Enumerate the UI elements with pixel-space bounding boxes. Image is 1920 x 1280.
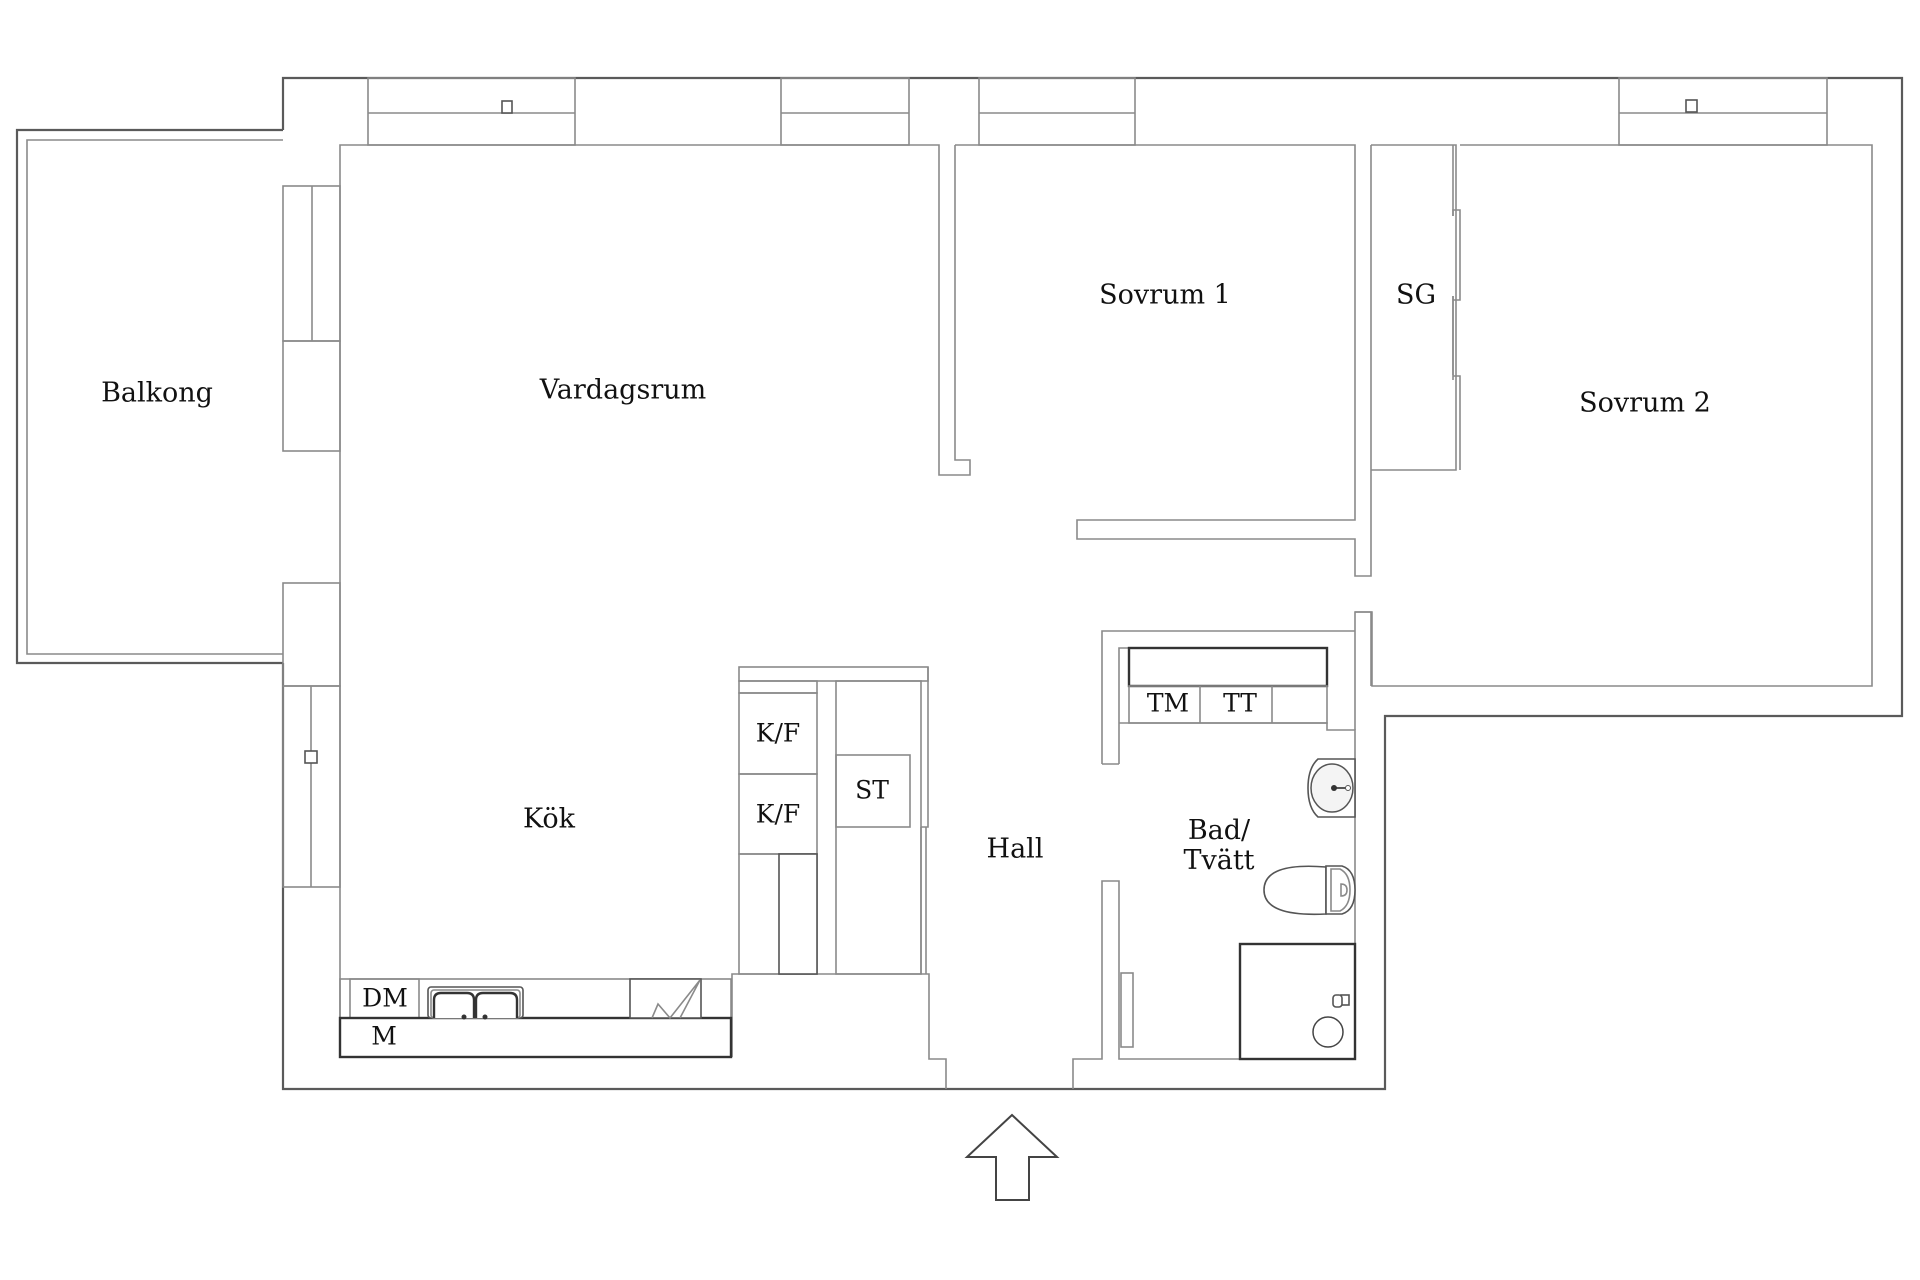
outer-walls — [281, 76, 1904, 1091]
fixture-label-st: ST — [855, 775, 889, 805]
window-handle-icon — [304, 750, 318, 764]
room-label-vardagsrum: Vardagsrum — [539, 374, 707, 406]
room-label-bad: Bad/ — [1187, 814, 1251, 846]
fixture-label-kf-1: K/F — [755, 718, 801, 748]
top-windows — [367, 77, 1828, 146]
closet-sg — [1371, 144, 1461, 471]
laundry-cabinet — [1127, 646, 1329, 724]
stove-icon — [629, 978, 702, 1020]
kitchen-sink-icon — [427, 986, 524, 1020]
living-kitchen-walls — [339, 144, 971, 1058]
bedroom-1-walls — [955, 144, 1372, 577]
room-label-bad-tvatt: Bad/ Tvätt — [1183, 814, 1255, 876]
fixture-label-kf-2: K/F — [755, 799, 801, 829]
washbasin-icon — [1307, 758, 1356, 818]
room-label-sovrum-1: Sovrum 1 — [1099, 279, 1231, 311]
entrance-arrow — [964, 1113, 1060, 1201]
bathroom-walls — [1072, 611, 1372, 1089]
fixture-label-tt: TT — [1223, 688, 1257, 718]
room-label-tvatt: Tvätt — [1183, 845, 1255, 876]
balcony — [15, 128, 283, 665]
fixture-label-dm: DM — [362, 983, 408, 1013]
wardrobe-st — [835, 754, 911, 828]
room-label-sg: SG — [1395, 279, 1437, 311]
window-handle-icon — [501, 100, 513, 114]
left-windows — [282, 185, 341, 888]
fixture-label-m: M — [371, 1021, 397, 1051]
room-label-hall: Hall — [986, 833, 1044, 865]
kitchen-counter — [338, 1016, 733, 1059]
toilet-icon — [1263, 865, 1356, 916]
kitchen-cabinets — [338, 666, 929, 1059]
room-label-kok: Kök — [522, 803, 576, 835]
shower-icon — [1238, 942, 1357, 1061]
radiator — [1120, 972, 1134, 1048]
tall-cabinet — [778, 853, 818, 975]
fixture-label-tm: TM — [1146, 688, 1190, 718]
room-label-balkong: Balkong — [101, 377, 213, 409]
window-handle-icon — [1685, 99, 1698, 113]
room-label-sovrum-2: Sovrum 2 — [1579, 387, 1711, 419]
